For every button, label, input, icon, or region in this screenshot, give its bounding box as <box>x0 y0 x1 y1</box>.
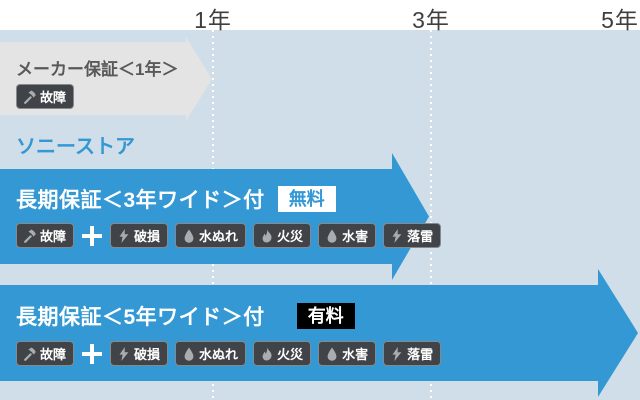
badge-label: 落雷 <box>407 347 434 362</box>
badge-label: 水害 <box>342 229 369 244</box>
badge-label: 破損 <box>134 347 161 362</box>
droplet-icon <box>184 347 194 361</box>
plan-5year-title: 長期保証＜5年ワイド＞付 <box>16 306 265 329</box>
flood-badge: 水害 <box>318 223 377 248</box>
badge-label: 火災 <box>277 229 304 244</box>
plan-5year-badge-row: 故障 破損 水ぬれ 火災 <box>16 341 442 366</box>
price-badge-free: 無料 <box>277 186 336 212</box>
lightning-icon <box>392 346 402 361</box>
plan-3year-badge-row: 故障 破損 水ぬれ 火災 <box>16 223 442 248</box>
lightning-icon <box>119 346 129 361</box>
fire-badge: 火災 <box>253 223 312 248</box>
plan-arrow-5year: 長期保証＜5年ワイド＞付 有料 故障 破損 <box>0 269 638 397</box>
plan-3year-arrow-body <box>0 169 392 264</box>
failure-badge: 故障 <box>16 223 75 248</box>
badge-label: 水ぬれ <box>199 229 239 244</box>
plan-5year-arrow-head <box>598 269 638 397</box>
manufacturer-warranty-title: メーカー保証＜1年＞ <box>16 60 179 79</box>
timeline-header: 1年 3年 5年 <box>0 0 640 33</box>
plus-icon <box>81 225 103 247</box>
droplet-icon <box>327 347 337 361</box>
badge-label: 故障 <box>40 347 67 362</box>
store-label: ソニーストア <box>16 136 135 158</box>
damage-badge: 破損 <box>110 341 169 366</box>
hammer-icon <box>24 347 36 361</box>
badge-label: 故障 <box>40 229 67 244</box>
gridline-3year <box>430 30 432 400</box>
manufacturer-badge-row: 故障 <box>16 84 75 109</box>
droplet-icon <box>327 229 337 243</box>
plan-5year-title-row: 長期保証＜5年ワイド＞付 有料 <box>16 301 355 331</box>
lightning-icon <box>119 228 129 243</box>
badge-label: 破損 <box>134 229 161 244</box>
plan-arrow-3year: 長期保証＜3年ワイド＞付 無料 故障 破損 <box>0 153 442 280</box>
plan-3year-arrow-head <box>392 153 429 280</box>
damage-badge: 破損 <box>110 223 169 248</box>
failure-badge: 故障 <box>16 341 75 366</box>
manufacturer-arrow-head <box>186 37 212 121</box>
hammer-icon <box>24 229 36 243</box>
lightning-strike-badge: 落雷 <box>383 341 442 366</box>
flame-icon <box>262 228 272 243</box>
lightning-icon <box>392 228 402 243</box>
badge-label: 火災 <box>277 347 304 362</box>
failure-badge: 故障 <box>16 84 75 109</box>
fire-badge: 火災 <box>253 341 312 366</box>
year-label-1: 1年 <box>194 7 232 33</box>
plus-icon <box>81 343 103 365</box>
hammer-icon <box>24 90 36 104</box>
flame-icon <box>262 346 272 361</box>
badge-label: 水ぬれ <box>199 347 239 362</box>
lightning-strike-badge: 落雷 <box>383 223 442 248</box>
water-exposure-badge: 水ぬれ <box>175 341 247 366</box>
badge-label: 水害 <box>342 347 369 362</box>
year-label-5: 5年 <box>601 7 639 33</box>
plan-5year-arrow-body <box>0 285 598 381</box>
year-label-3: 3年 <box>412 7 450 33</box>
plan-3year-title: 長期保証＜3年ワイド＞付 <box>16 189 265 212</box>
water-exposure-badge: 水ぬれ <box>175 223 247 248</box>
manufacturer-warranty-arrow: メーカー保証＜1年＞ 故障 <box>0 37 212 121</box>
flood-badge: 水害 <box>318 341 377 366</box>
price-badge-paid: 有料 <box>296 303 355 329</box>
badge-label: 故障 <box>40 90 67 105</box>
droplet-icon <box>184 229 194 243</box>
badge-label: 落雷 <box>407 229 434 244</box>
plan-3year-title-row: 長期保証＜3年ワイド＞付 無料 <box>16 184 336 214</box>
